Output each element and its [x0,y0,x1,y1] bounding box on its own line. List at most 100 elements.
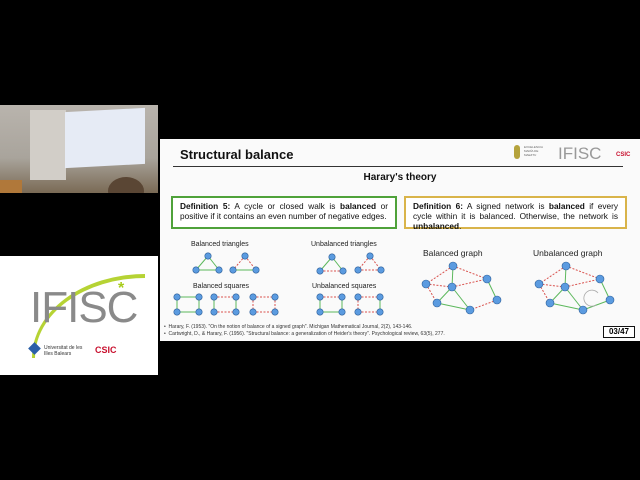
graph-node [249,308,257,316]
projected-slide [65,107,145,169]
positive-edge [436,302,471,311]
graph-node [338,293,346,301]
balanced-square-1 [173,293,203,316]
def5-bold: balanced [340,201,377,211]
graph-node [328,253,336,261]
unbalanced-triangle-2 [354,252,385,274]
whiteboard [30,110,66,180]
asterisk-icon: * [118,280,125,297]
graph-node [339,267,347,275]
negative-edge [538,265,567,285]
cabinet [0,180,22,193]
graph-node [448,261,458,271]
def5-text: A cycle or closed walk is [230,201,341,211]
balanced-triangle-1 [192,252,223,274]
ifisc-logo-panel: IFISC * Universitat de les Illes Balears… [0,256,158,375]
definition-5-label: Definition 5: [180,201,231,211]
graph-node [232,293,240,301]
reference-2-text: Cartwright, D., & Harary, F. (1956). "St… [168,331,445,337]
def6-text-3: . [459,221,462,231]
graph-node [492,295,502,305]
graph-node [366,252,374,260]
audience-head [108,177,144,193]
csic-logo: CSIC [616,152,631,158]
reference-1-text: Harary, F. (1953). "On the notion of bal… [168,324,413,330]
unbalanced-triangle-1 [316,253,347,275]
graph-node [173,293,181,301]
negative-edge [451,278,488,288]
graph-node [545,298,555,308]
positive-edge [582,299,611,311]
label-balanced-squares: Balanced squares [193,283,250,290]
def6-text: A signed network is [462,201,549,211]
def5-text-2: or positive if it contains an even numbe… [180,201,389,221]
graph-node [432,298,442,308]
graph-node [560,282,570,292]
header-divider [173,166,623,167]
negative-edge [565,265,601,280]
unbalanced-square-2 [354,293,384,316]
graph-node [605,295,615,305]
def6-bold: balanced [548,201,585,211]
label-unbalanced-squares: Unbalanced squares [312,283,377,290]
balanced-triangle-2 [229,252,260,274]
graph-node [215,266,223,274]
graph-node [249,293,257,301]
graph-node [195,308,203,316]
graph-node [354,293,362,301]
graph-node [447,282,457,292]
graph-node [192,266,200,274]
negative-edge [425,283,453,288]
def6-bold-2: unbalanced [413,221,460,231]
def6-text-2: if every cycle within it is balanced. Ot… [413,201,618,221]
big-unbalanced-graph [534,261,615,315]
header-logos: EXCELENCIA MARÍA DE MAEZTU IFISC CSIC [512,142,632,164]
csic-logo: CSIC [95,345,117,355]
positive-edge [451,286,471,311]
graph-node [271,293,279,301]
definition-6-box: Definition 6: A signed network is balanc… [404,196,627,231]
graph-node [316,308,324,316]
definition-6-label: Definition 6: [413,201,463,211]
reference-2: • Cartwright, D., & Harary, F. (1956). "… [164,331,445,337]
graph-node [204,252,212,260]
negative-edge [564,278,601,288]
graph-node [465,305,475,315]
cycle-arrow-icon [583,289,599,307]
positive-edge [549,302,584,311]
graph-node [354,266,362,274]
uib-logo-text: Universitat de les Illes Balears [44,345,83,357]
slide-subtitle: Harary's theory [363,172,437,183]
graph-node [376,293,384,301]
graph-node [595,274,605,284]
graph-node [241,252,249,260]
graph-node [482,274,492,284]
ifisc-logo: IFISC [558,144,602,163]
graph-node [210,308,218,316]
definition-5-box: Definition 5: A cycle or closed walk is … [171,196,397,229]
label-unbalanced-triangles: Unbalanced triangles [311,241,377,248]
graph-node [232,308,240,316]
graph-node [252,266,260,274]
positive-edge [564,286,584,311]
label-balanced-graph: Balanced graph [423,248,483,258]
graph-node [195,293,203,301]
graph-node [534,279,544,289]
graph-node [173,308,181,316]
graph-node [210,293,218,301]
ifisc-logo-text: IFISC [30,283,138,332]
negative-edge [538,283,566,288]
negative-edge [469,299,498,311]
balanced-square-2 [210,293,240,316]
maeztu-key-icon [514,145,520,159]
maeztu-logo-text: EXCELENCIA MARÍA DE MAEZTU [524,145,543,157]
graph-node [578,305,588,315]
signed-graphs [173,252,615,316]
big-balanced-graph [421,261,502,315]
graph-node [354,308,362,316]
references: • Harary, F. (1953). "On the notion of b… [164,324,445,338]
label-balanced-triangles: Balanced triangles [191,241,249,248]
graph-node [421,279,431,289]
slide-title: Structural balance [180,147,294,162]
negative-edge [425,265,454,285]
